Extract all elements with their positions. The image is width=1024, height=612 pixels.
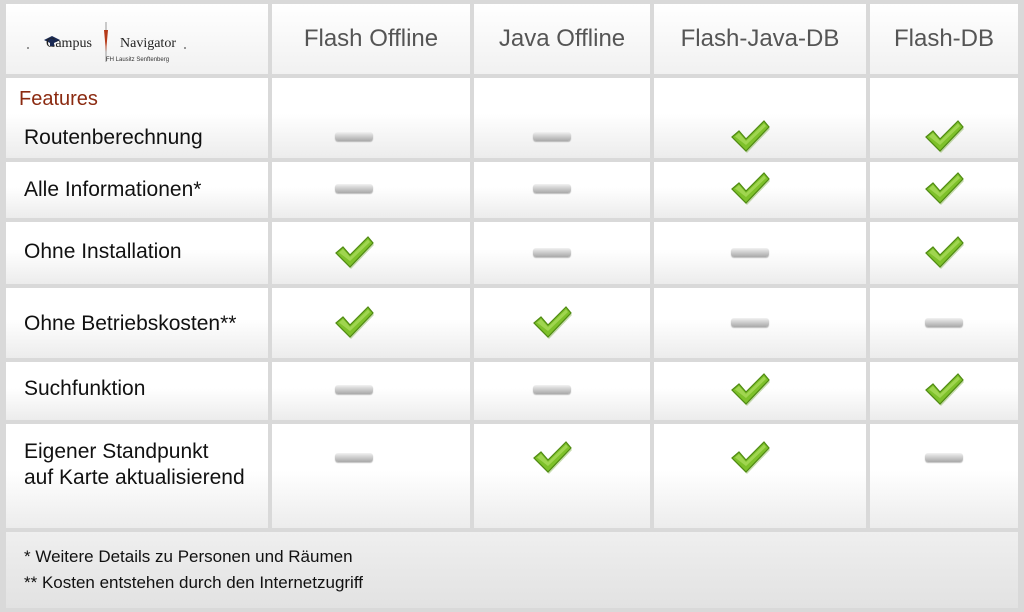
- dash-icon: [335, 184, 373, 193]
- dash-icon: [533, 132, 571, 141]
- dash-icon: [335, 453, 373, 462]
- column-header-java-offline: Java Offline: [474, 4, 650, 74]
- feature-value-cell: [654, 162, 866, 218]
- logo-graphic: [27, 22, 186, 62]
- feature-label-cell: [6, 424, 268, 528]
- feature-label: Alle Informationen*: [24, 178, 202, 201]
- check-mark-icon: [531, 439, 573, 475]
- footnotes: * Weitere Details zu Personen und Räumen…: [6, 532, 1018, 608]
- feature-value-cell: [272, 222, 470, 284]
- check-mark-icon: [531, 304, 573, 340]
- logo-word-campus: Campus: [46, 36, 92, 51]
- feature-label: Ohne Betriebskosten**: [24, 312, 237, 335]
- features-title: Features: [19, 88, 98, 110]
- check-mark-icon: [333, 304, 375, 340]
- check-mark-icon: [729, 118, 771, 154]
- feature-value-cell: [474, 424, 650, 528]
- check-mark-icon: [923, 118, 965, 154]
- dash-icon: [731, 248, 769, 257]
- logo-word-navigator: Navigator: [120, 36, 176, 51]
- dash-icon: [925, 318, 963, 327]
- feature-value-cell: [654, 362, 866, 420]
- logo-cell: Campus Navigator FH Lausitz Senftenberg: [6, 4, 268, 74]
- column-header-flash-db: Flash-DB: [870, 4, 1018, 74]
- feature-value-cell: [272, 288, 470, 358]
- check-mark-icon: [923, 170, 965, 206]
- feature-label: Suchfunktion: [24, 377, 146, 400]
- feature-label-cell: [6, 288, 268, 358]
- dash-icon: [533, 184, 571, 193]
- footnote-2: ** Kosten entstehen durch den Internetzu…: [24, 573, 363, 592]
- footnote-1: * Weitere Details zu Personen und Räumen: [24, 547, 353, 566]
- dash-icon: [335, 132, 373, 141]
- logo-subtitle: FH Lausitz Senftenberg: [106, 57, 170, 63]
- feature-label: Ohne Installation: [24, 240, 182, 263]
- check-mark-icon: [729, 371, 771, 407]
- feature-value-cell: [474, 78, 650, 158]
- check-mark-icon: [729, 439, 771, 475]
- check-mark-icon: [333, 234, 375, 270]
- dash-icon: [533, 248, 571, 257]
- check-mark-icon: [923, 371, 965, 407]
- feature-value-cell: [654, 424, 866, 528]
- campus-navigator-logo: Campus Navigator FH Lausitz Senftenberg: [22, 22, 262, 72]
- column-header-flash-offline: Flash Offline: [272, 4, 470, 74]
- feature-label-cell: [6, 362, 268, 420]
- dash-icon: [335, 385, 373, 394]
- feature-value-cell: [272, 424, 470, 528]
- feature-value-cell: [272, 78, 470, 158]
- feature-value-cell: [654, 78, 866, 158]
- feature-label-cell: [6, 78, 268, 158]
- column-header-flash-java-db: Flash-Java-DB: [654, 4, 866, 74]
- feature-label-line-2: auf Karte aktualisierend: [24, 466, 245, 489]
- feature-label-cell: [6, 222, 268, 284]
- check-mark-icon: [729, 170, 771, 206]
- feature-label: Routenberechnung: [24, 126, 203, 149]
- feature-value-cell: [870, 424, 1018, 528]
- dash-icon: [533, 385, 571, 394]
- feature-label-cell: [6, 162, 268, 218]
- check-mark-icon: [923, 234, 965, 270]
- feature-label: Eigener Standpunkt: [24, 440, 209, 463]
- dash-icon: [925, 453, 963, 462]
- dash-icon: [731, 318, 769, 327]
